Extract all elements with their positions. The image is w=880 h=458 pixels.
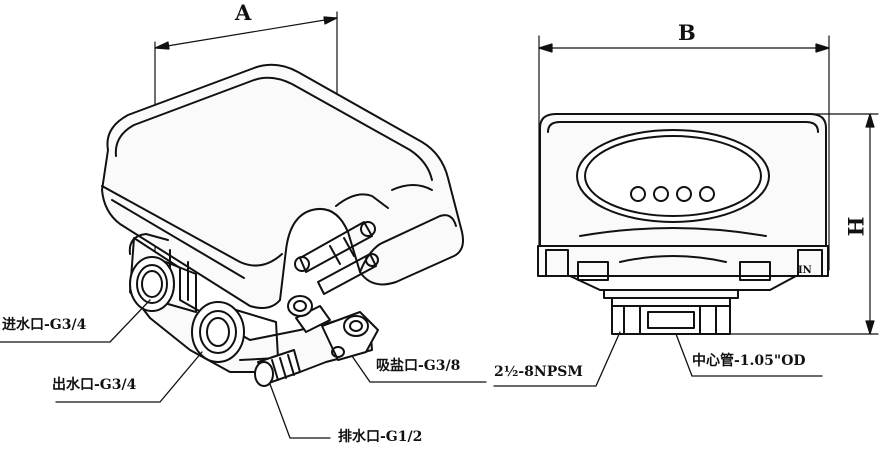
in-marking: IN (798, 265, 812, 276)
button-2 (653, 186, 669, 202)
dim-b-label: B (678, 20, 696, 45)
dim-a-label: A (235, 0, 252, 25)
front-body (537, 245, 829, 291)
button-3 (676, 186, 692, 202)
button-1 (630, 186, 646, 202)
iso-view (0, 11, 487, 439)
center-tube-label: 中心管-1.05"OD (692, 353, 806, 369)
drain-port-drawing (254, 349, 301, 387)
outlet-label: 出水口-G3/4 (52, 377, 137, 393)
drain-label: 排水口-G1/2 (338, 429, 423, 445)
front-cover (539, 113, 827, 247)
front-leaders (493, 331, 823, 387)
thread-adapter (603, 289, 739, 335)
inlet-port-drawing (129, 256, 197, 313)
brine-port-drawing (287, 295, 379, 361)
brine-label: 吸盐口-G3/8 (376, 358, 461, 374)
valve-cover (101, 63, 464, 309)
dim-h-label: H (843, 216, 869, 237)
button-4 (699, 186, 715, 202)
bypass-knobs (294, 221, 379, 295)
inlet-label: 进水口-G3/4 (2, 317, 87, 333)
iso-leaders (0, 299, 487, 439)
thread-label: 2½-8NPSM (494, 364, 583, 380)
front-view (493, 35, 879, 387)
outlet-port-drawing (191, 301, 279, 363)
